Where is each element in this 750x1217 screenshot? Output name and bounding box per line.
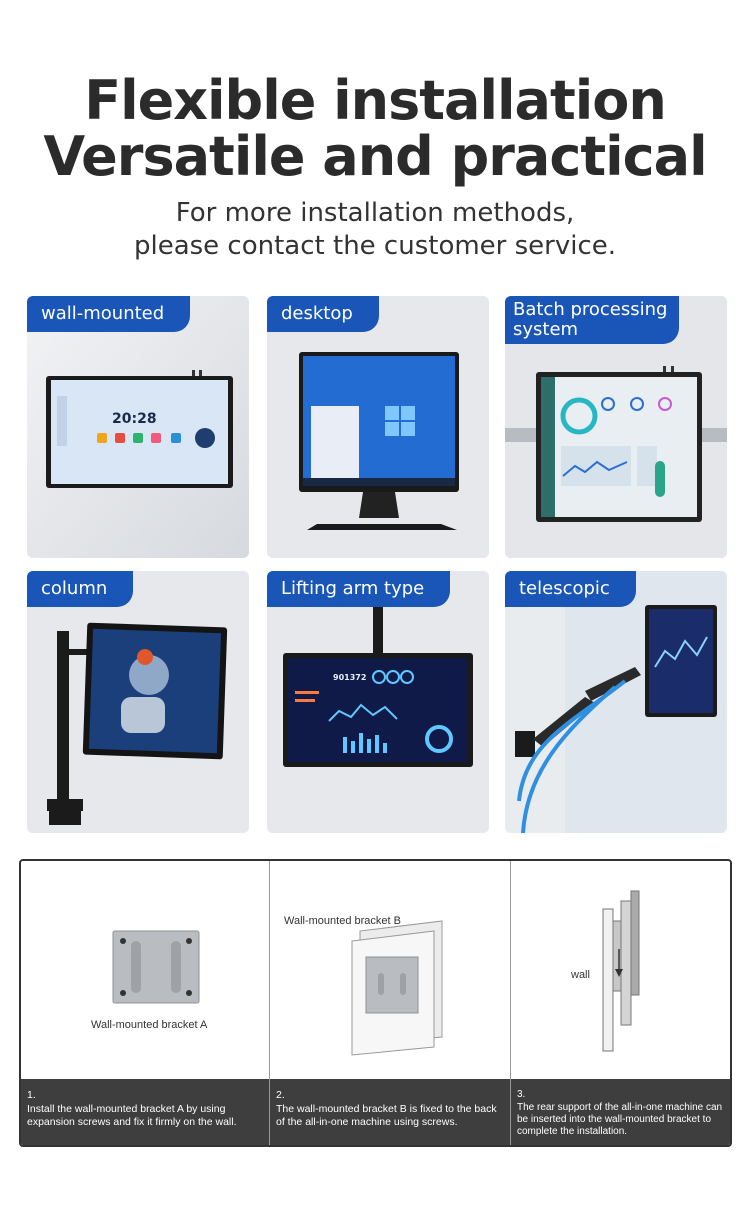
step-2-text: The wall-mounted bracket B is fixed to t… xyxy=(276,1103,497,1128)
step-3-panel: wall 3. The rear support of the all-in-o… xyxy=(510,861,730,1145)
screen-clock: 20:28 xyxy=(112,411,157,427)
headline-line-1: Flexible installation xyxy=(84,69,667,132)
wall-mounted-monitor-image: 20:28 xyxy=(27,296,249,558)
desktop-monitor-image xyxy=(267,296,489,558)
step-1-number: 1. xyxy=(27,1089,36,1101)
card-label-wall-mounted: wall-mounted xyxy=(27,296,191,332)
step-2-description-bar: 2. The wall-mounted bracket B is fixed t… xyxy=(270,1079,510,1145)
step-3-number: 3. xyxy=(517,1089,526,1100)
step-1-description-bar: 1. Install the wall-mounted bracket A by… xyxy=(21,1079,269,1145)
bracket-a-image xyxy=(112,930,200,1004)
bracket-b-caption: Wall-mounted bracket B xyxy=(284,915,401,927)
card-label-lifting-arm: Lifting arm type xyxy=(267,571,451,607)
card-label-column: column xyxy=(27,571,134,607)
subtitle-line-1: For more installation methods, xyxy=(175,198,575,228)
bracket-a-caption: Wall-mounted bracket A xyxy=(91,1019,208,1031)
subtitle-line-2: please contact the customer service. xyxy=(133,231,617,261)
installation-steps: Wall-mounted bracket A 1. Install the wa… xyxy=(19,859,732,1147)
card-column: column xyxy=(27,571,249,833)
card-label-desktop: desktop xyxy=(267,296,379,332)
step-3-text: The rear support of the all-in-one machi… xyxy=(517,1102,723,1137)
card-label-telescopic: telescopic xyxy=(505,571,636,607)
card-desktop: desktop xyxy=(267,296,489,558)
step-2-panel: Wall-mounted bracket B 2. The wall-mount… xyxy=(269,861,510,1145)
card-wall-mounted: wall-mounted 20:28 xyxy=(27,296,249,558)
column-mount-monitor-image xyxy=(27,571,249,833)
wall-caption: wall xyxy=(571,969,590,981)
dashboard-number: 901372 xyxy=(333,673,366,682)
headline-line-2: Versatile and practical xyxy=(43,125,707,188)
bracket-b-image xyxy=(351,920,443,1056)
step-1-text: Install the wall-mounted bracket A by us… xyxy=(27,1103,237,1128)
card-telescopic: telescopic xyxy=(505,571,727,833)
wall-install-diagram xyxy=(602,890,640,1052)
lifting-arm-monitor-image: 901372 xyxy=(267,571,489,833)
step-2-number: 2. xyxy=(276,1089,285,1101)
telescopic-arm-monitor-image xyxy=(505,571,727,833)
step-3-description-bar: 3. The rear support of the all-in-one ma… xyxy=(511,1079,730,1145)
step-1-panel: Wall-mounted bracket A 1. Install the wa… xyxy=(21,861,269,1145)
card-lifting-arm-type: Lifting arm type 901372 xyxy=(267,571,489,833)
